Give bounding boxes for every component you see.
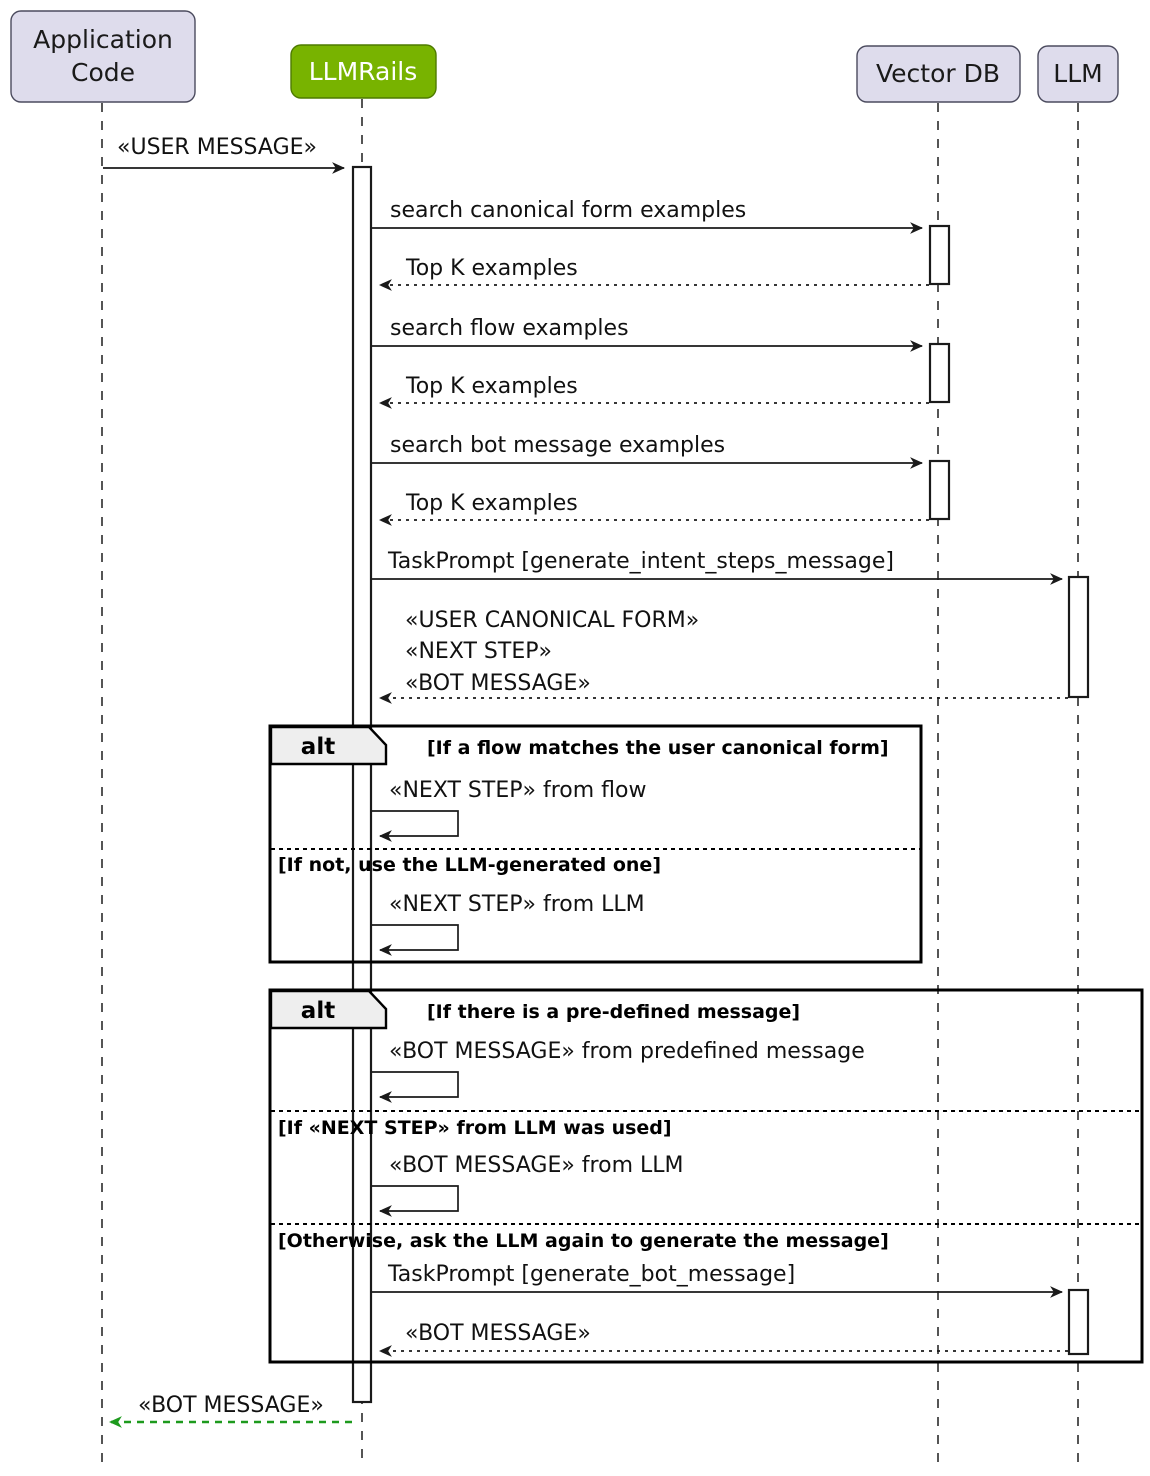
activation-vdb-2 [928, 342, 951, 404]
message-topk-1[interactable]: Top K examples [378, 256, 929, 291]
message-label-bot-message-from-llm: «BOT MESSAGE» from LLM [389, 1153, 684, 1178]
activation-llm-2 [1067, 1288, 1090, 1356]
message-topk-2[interactable]: Top K examples [378, 374, 929, 409]
message-label-next-step-from-llm: «NEXT STEP» from LLM [389, 892, 645, 917]
message-arrow-bot-message-from-llm[interactable] [371, 1185, 459, 1217]
participant-box-vdb[interactable] [856, 45, 1021, 103]
fragment-alt1-tab [269, 725, 388, 766]
fragment-alt1-border [268, 724, 923, 964]
fragment-alt2-operator: alt [301, 998, 335, 1024]
message-label-llm-return-line2: «NEXT STEP» [405, 639, 552, 664]
activation-vdb-1 [928, 224, 951, 286]
participant-label-llm: LLM [1053, 59, 1102, 88]
message-arrow-next-step-from-llm[interactable] [371, 924, 459, 956]
message-search-canonical-form[interactable]: search canonical form examples [371, 198, 924, 234]
message-label-bot-message-llm-return: «BOT MESSAGE» [405, 1321, 591, 1346]
participant-app[interactable]: Application Code [10, 10, 196, 103]
participant-label-rails: LLMRails [309, 57, 417, 86]
activation-rails-main [351, 165, 373, 1404]
participant-llm[interactable]: LLM [1037, 45, 1119, 103]
message-bot-message-from-llm[interactable]: «BOT MESSAGE» from LLM [371, 1153, 684, 1217]
participant-box-llm[interactable] [1037, 45, 1119, 103]
message-taskprompt-intent[interactable]: TaskPrompt [generate_intent_steps_messag… [371, 549, 1064, 585]
participant-label-vdb: Vector DB [876, 59, 1000, 88]
message-topk-3[interactable]: Top K examples [378, 491, 929, 526]
message-bot-message-predefined[interactable]: «BOT MESSAGE» from predefined message [371, 1039, 865, 1103]
message-user-message[interactable]: «USER MESSAGE» [103, 135, 346, 174]
message-label-search-canonical-form: search canonical form examples [390, 198, 746, 223]
activation-vdb-3 [928, 459, 951, 521]
message-label-llm-return-line3: «BOT MESSAGE» [405, 671, 591, 696]
participant-rails[interactable]: LLMRails [290, 44, 437, 99]
message-label-next-step-from-flow: «NEXT STEP» from flow [389, 778, 646, 803]
message-label-bot-message-predefined: «BOT MESSAGE» from predefined message [389, 1039, 865, 1064]
message-search-flow[interactable]: search flow examples [371, 316, 924, 352]
fragment-alt-bot-message: alt [If there is a pre-defined message] … [268, 988, 1144, 1364]
fragment-alt-next-step: alt [If a flow matches the user canonica… [268, 724, 923, 964]
participant-vdb[interactable]: Vector DB [856, 45, 1021, 103]
message-label-topk-3: Top K examples [405, 491, 578, 516]
message-label-taskprompt-intent: TaskPrompt [generate_intent_steps_messag… [387, 549, 894, 574]
fragment-alt2-condition-2: [If «NEXT STEP» from LLM was used] [278, 1117, 672, 1139]
message-taskprompt-bot-message[interactable]: TaskPrompt [generate_bot_message] [371, 1262, 1064, 1298]
fragment-alt2-condition-3: [Otherwise, ask the LLM again to generat… [278, 1230, 889, 1252]
message-arrow-bot-message-predefined[interactable] [371, 1071, 459, 1103]
message-label-search-flow: search flow examples [390, 316, 629, 341]
message-label-topk-1: Top K examples [405, 256, 578, 281]
activation-llm-1 [1067, 575, 1090, 699]
message-bot-message-llm-return[interactable]: «BOT MESSAGE» [378, 1321, 1068, 1357]
participant-label-app-line1: Application [33, 25, 173, 54]
fragment-alt2-tab [269, 989, 388, 1030]
message-next-step-from-flow[interactable]: «NEXT STEP» from flow [371, 778, 646, 842]
fragment-alt1-condition-2: [If not, use the LLM-generated one] [278, 854, 661, 876]
fragment-alt1-condition-1: [If a flow matches the user canonical fo… [427, 737, 889, 759]
message-label-search-bot-message: search bot message examples [390, 433, 725, 458]
message-label-taskprompt-bot-message: TaskPrompt [generate_bot_message] [387, 1262, 795, 1287]
message-final-bot-message[interactable]: «BOT MESSAGE» [108, 1393, 352, 1428]
message-llm-intent-return[interactable]: «USER CANONICAL FORM» «NEXT STEP» «BOT M… [378, 608, 1068, 704]
message-arrow-next-step-from-flow[interactable] [371, 810, 459, 842]
participant-label-app-line2: Code [71, 58, 135, 87]
fragment-alt2-condition-1: [If there is a pre-defined message] [427, 1001, 800, 1023]
message-label-user-message: «USER MESSAGE» [117, 135, 317, 160]
fragment-alt2-border [268, 988, 1144, 1364]
participant-box-app[interactable] [10, 10, 196, 103]
message-label-topk-2: Top K examples [405, 374, 578, 399]
fragment-alt1-operator: alt [301, 734, 335, 760]
participant-box-rails[interactable] [290, 44, 437, 99]
activation-bars [351, 165, 1090, 1404]
message-next-step-from-llm[interactable]: «NEXT STEP» from LLM [371, 892, 645, 956]
message-label-llm-return-line1: «USER CANONICAL FORM» [405, 608, 699, 633]
message-label-final-bot-message: «BOT MESSAGE» [138, 1393, 324, 1418]
message-search-bot-message[interactable]: search bot message examples [371, 433, 924, 469]
